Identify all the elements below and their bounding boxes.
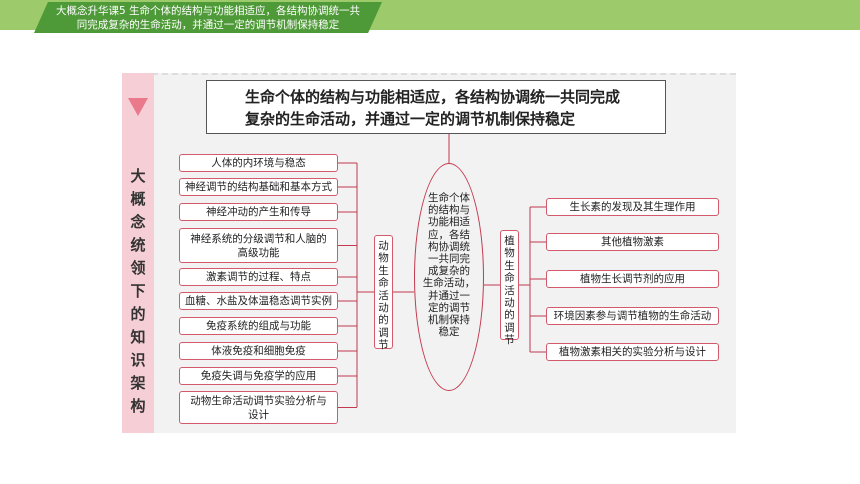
plant-label-char: 活 (504, 284, 515, 297)
side-label-char: 的 (130, 305, 146, 323)
animal-topic-text: 人体的内环境与稳态 (211, 157, 306, 169)
concept-title-box: 生命个体的结构与功能相适应，各结构协调统一共同完成 复杂的生命活动，并通过一定的… (206, 80, 666, 134)
animal-topic-box: 免疫系统的组成与功能 (179, 317, 338, 335)
animal-topic-text: 激素调节的过程、特点 (206, 271, 311, 283)
plant-label-char: 植 (504, 235, 515, 247)
central-concept-line: 机制保持 (428, 314, 470, 327)
central-concept-line: 定的调节 (428, 301, 470, 314)
animal-topic-text: 动物生命活动调节实验分析与 (190, 394, 327, 407)
plant-topic-text: 植物激素相关的实验分析与设计 (559, 346, 706, 358)
header-line-1: 大概念升华课5 生命个体的结构与功能相适应，各结构协调统一共 (55, 5, 361, 17)
animal-topic-text: 神经调节的结构基础和基本方式 (185, 181, 332, 193)
side-label-char: 概 (130, 190, 146, 208)
animal-topic-text: 血糖、水盐及体温稳态调节实例 (185, 295, 332, 307)
central-concept-line: 应，各结 (428, 228, 470, 241)
plant-topic-box: 生长素的发现及其生理作用 (546, 198, 719, 216)
down-triangle-icon (128, 98, 148, 116)
plant-regulation-label: 植物生命活动的调节 (500, 230, 519, 346)
animal-label-char: 命 (378, 277, 389, 290)
concept-title-line-1: 生命个体的结构与功能相适应，各结构协调统一共同完成 (245, 88, 621, 106)
animal-label-char: 调 (378, 326, 389, 339)
plant-label-char: 节 (504, 334, 515, 347)
central-concept-line: 稳定 (438, 326, 460, 339)
central-concept-line: 生命活动， (422, 277, 476, 290)
plant-label-char: 的 (504, 309, 515, 322)
animal-topic-text: 高级功能 (237, 246, 280, 259)
central-concept-line: 生命个体 (428, 192, 470, 204)
plant-label-char: 命 (504, 272, 515, 285)
animal-topic-box: 神经调节的结构基础和基本方式 (179, 178, 338, 196)
animal-topic-box: 血糖、水盐及体温稳态调节实例 (179, 292, 338, 310)
plant-topic-box: 其他植物激素 (546, 233, 719, 251)
animal-regulation-label: 动物生命活动的调节 (374, 235, 393, 352)
plant-topic-box: 植物生长调节剂的应用 (546, 270, 719, 288)
animal-topic-box: 神经系统的分级调节和人脑的高级功能 (179, 228, 338, 263)
animal-topic-text: 设计 (248, 408, 269, 421)
central-concept-line: 功能相适 (428, 216, 470, 229)
side-column (122, 73, 154, 433)
side-label-char: 领 (130, 259, 146, 277)
central-concept-line: 的结构与 (428, 204, 470, 217)
animal-topic-text: 免疫系统的组成与功能 (206, 320, 311, 332)
animal-topic-text: 神经系统的分级调节和人脑的 (190, 232, 327, 245)
animal-label-char: 生 (378, 264, 389, 277)
animal-label-char: 的 (378, 314, 389, 327)
plant-topic-box: 植物激素相关的实验分析与设计 (546, 343, 719, 361)
side-label-char: 下 (130, 282, 146, 300)
plant-label-char: 动 (504, 297, 515, 310)
animal-topic-box: 免疫失调与免疫学的应用 (179, 367, 338, 385)
plant-topic-text: 环境因素参与调节植物的生命活动 (553, 310, 712, 322)
animal-topic-box: 激素调节的过程、特点 (179, 268, 338, 286)
animal-topic-box: 动物生命活动调节实验分析与设计 (179, 391, 338, 424)
plant-topic-text: 其他植物激素 (601, 236, 664, 248)
plant-label-char: 物 (504, 247, 515, 260)
central-concept-line: 并通过一 (428, 289, 470, 302)
animal-topic-box: 体液免疫和细胞免疫 (179, 342, 338, 360)
side-label-char: 大 (130, 167, 146, 185)
animal-label-char: 动 (378, 240, 389, 252)
animal-topic-text: 体液免疫和细胞免疫 (211, 345, 306, 357)
plant-label-char: 生 (504, 259, 515, 272)
header-tab: 大概念升华课5 生命个体的结构与功能相适应，各结构协调统一共 同完成复杂的生命活… (34, 2, 382, 33)
concept-title-line-2: 复杂的生命活动，并通过一定的调节机制保持稳定 (245, 110, 576, 128)
plant-label-char: 调 (504, 321, 515, 334)
side-label-char: 识 (130, 351, 146, 369)
central-concept-line: 构协调统 (428, 240, 470, 253)
side-label-char: 统 (130, 236, 146, 254)
side-label-char: 架 (130, 374, 146, 392)
side-label-char: 知 (130, 328, 146, 346)
plant-topic-box: 环境因素参与调节植物的生命活动 (546, 307, 719, 325)
animal-topic-text: 免疫失调与免疫学的应用 (200, 370, 317, 382)
central-concept-line: 一共同完 (428, 253, 470, 266)
plant-topic-text: 植物生长调节剂的应用 (580, 273, 685, 285)
central-concept-line: 成复杂的 (428, 265, 470, 278)
animal-label-char: 活 (378, 289, 389, 302)
animal-label-char: 物 (378, 252, 389, 265)
animal-label-char: 动 (378, 302, 389, 315)
side-label-char: 念 (130, 213, 146, 231)
side-label: 大概念统领下的知识架构 (122, 165, 154, 418)
side-label-char: 构 (130, 397, 146, 415)
central-concept-text: 生命个体的结构与功能相适应，各结构协调统一共同完成复杂的生命活动，并通过一定的调… (418, 192, 480, 338)
animal-topic-box: 神经冲动的产生和传导 (179, 203, 338, 221)
animal-label-char: 节 (378, 339, 389, 352)
header-line-2: 同完成复杂的生命活动，并通过一定的调节机制保持稳定 (76, 19, 340, 31)
animal-topic-box: 人体的内环境与稳态 (179, 154, 338, 172)
plant-topic-text: 生长素的发现及其生理作用 (569, 201, 696, 213)
central-concept-ellipse (414, 163, 484, 391)
animal-topic-text: 神经冲动的产生和传导 (206, 206, 311, 218)
